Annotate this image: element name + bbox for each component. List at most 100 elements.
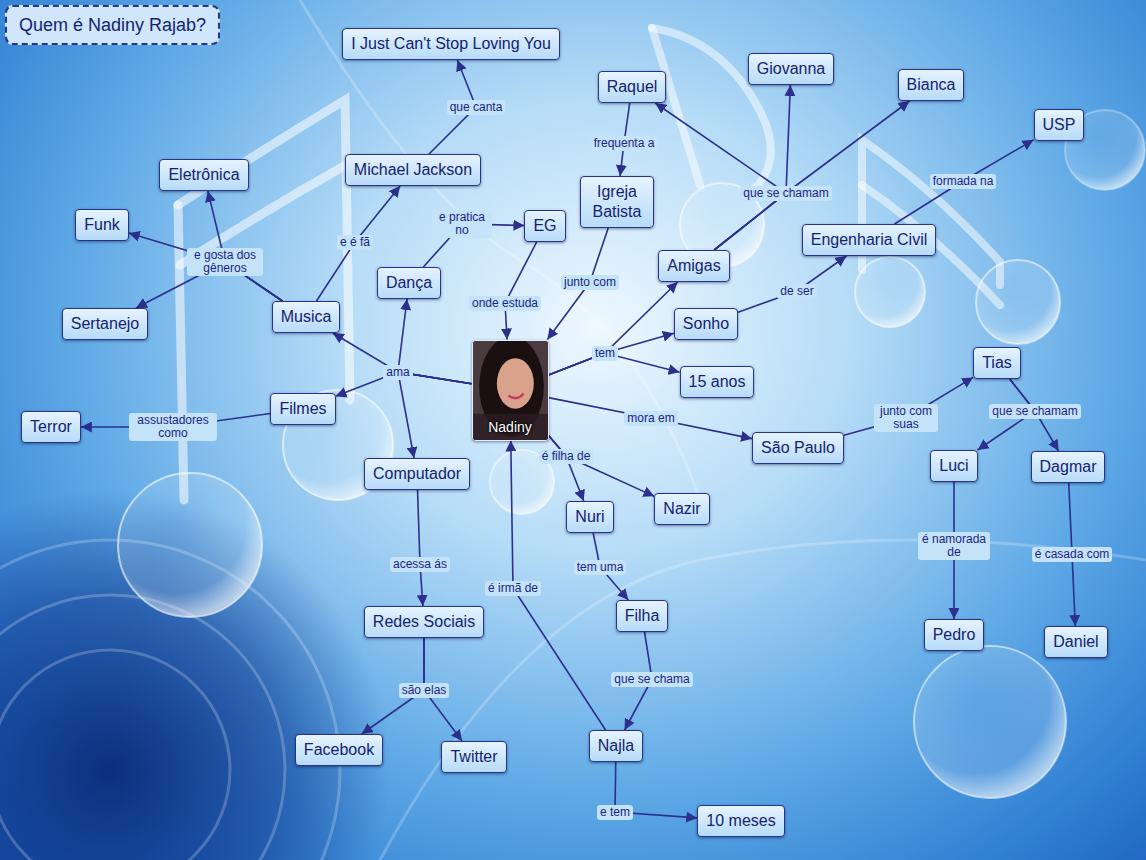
linking-phrase: é filha de (539, 449, 594, 464)
concept-box: Musica (272, 301, 341, 333)
linking-phrase: assustadores como (129, 413, 217, 441)
linking-phrase: acessa ás (390, 557, 450, 572)
concept-box: I Just Can't Stop Loving You (342, 28, 560, 60)
bubble (914, 646, 1066, 798)
concept-box: USP (1034, 109, 1085, 141)
linking-phrase: e pratica no (432, 210, 492, 238)
linking-phrase: tem (592, 346, 618, 361)
concept-text: Facebook (304, 740, 374, 760)
concept-text: Amigas (667, 256, 720, 276)
concept-box: Funk (75, 209, 129, 241)
concept-box: EG (524, 210, 565, 242)
concept-box: Luci (930, 450, 977, 482)
concept-text: Redes Sociais (373, 612, 475, 632)
concept-box: 15 anos (680, 366, 755, 398)
connector (505, 242, 537, 340)
concept-box: Dança (377, 267, 441, 299)
concept-text: Dança (386, 273, 432, 293)
connector (549, 398, 753, 439)
concept-text: 15 anos (689, 372, 746, 392)
linking-phrase: mora em (624, 411, 677, 426)
concept-box: Pedro (924, 619, 985, 651)
concept-box: 10 meses (697, 805, 784, 837)
concept-box: Igreja Batista (580, 176, 654, 228)
concept-box: Amigas (658, 250, 729, 282)
concept-text: Tias (982, 353, 1012, 373)
concept-box: Facebook (295, 734, 383, 766)
concept-box: Michael Jackson (345, 154, 481, 186)
linking-phrase: que se chamam (989, 404, 1080, 419)
connector (549, 435, 655, 496)
concept-text: Nazir (663, 499, 700, 519)
concept-box: Daniel (1044, 626, 1107, 658)
connector (844, 377, 973, 435)
concept-text: Nuri (575, 507, 604, 527)
concept-text: USP (1043, 115, 1076, 135)
concept-text: EG (533, 216, 556, 236)
connector (398, 372, 472, 458)
concept-box: São Paulo (752, 432, 844, 464)
concept-text: Michael Jackson (354, 160, 472, 180)
concept-text: Sonho (683, 314, 729, 334)
title-text: Quem é Nadiny Rajab? (19, 15, 206, 35)
connector (894, 140, 1033, 224)
linking-phrase: é namorada de (918, 532, 990, 560)
concept-box: Computador (364, 458, 470, 490)
concept-text: 10 meses (706, 811, 775, 831)
concept-text: Nadiny (473, 418, 548, 436)
title-box: Quem é Nadiny Rajab? (5, 5, 220, 45)
concept-box: Dagmar (1031, 451, 1106, 483)
concept-box: Terror (21, 411, 81, 443)
concept-text: Dagmar (1040, 457, 1097, 477)
concept-text: Daniel (1053, 632, 1098, 652)
linking-phrase: e gosta dos gêneros (187, 248, 263, 276)
linking-phrase: tem uma (574, 560, 627, 575)
concept-box: Raquel (598, 71, 667, 103)
concept-text: Eletrônica (168, 165, 239, 185)
connector (208, 191, 283, 301)
concept-text: Filha (625, 606, 660, 626)
linking-phrase: frequenta a (591, 136, 658, 151)
concept-box: Nazir (654, 493, 709, 525)
linking-phrase: onde estuda (469, 296, 541, 311)
note-bubble (976, 260, 1060, 344)
concept-text: Musica (281, 307, 332, 327)
linking-phrase: e tem (597, 805, 633, 820)
concept-text: Raquel (607, 77, 658, 97)
concept-text: Najla (598, 736, 634, 756)
concept-text: Sertanejo (71, 314, 140, 334)
concept-text: São Paulo (761, 438, 835, 458)
concept-text: Funk (84, 215, 120, 235)
connector (549, 435, 584, 501)
concept-text: Luci (939, 456, 968, 476)
concept-text: Igreja Batista (589, 182, 645, 222)
linking-phrase: é casada com (1032, 547, 1113, 562)
concept-box: Nuri (566, 501, 613, 533)
linking-phrase: de ser (777, 284, 816, 299)
concept-box: Engenharia Civil (802, 224, 937, 256)
linking-phrase: são elas (399, 683, 450, 698)
concept-text: Giovanna (757, 59, 826, 79)
concept-box: Giovanna (748, 53, 835, 85)
concept-box: Najla (589, 730, 643, 762)
concept-text: Computador (373, 464, 461, 484)
connector (714, 85, 790, 250)
photo-node: Nadiny (472, 340, 549, 441)
concept-box: Eletrônica (159, 159, 248, 191)
concept-text: Twitter (450, 747, 497, 767)
concept-text: Filmes (279, 399, 326, 419)
linking-phrase: formada na (930, 174, 997, 189)
linking-phrase: junto com suas (874, 404, 938, 432)
connector (129, 233, 283, 301)
connector (738, 256, 846, 312)
concept-text: I Just Can't Stop Loving You (351, 34, 551, 54)
concept-box: Sertanejo (62, 308, 149, 340)
linking-phrase: que se chamam (740, 186, 831, 201)
linking-phrase: que se chama (611, 672, 692, 687)
concept-box: Bianca (898, 69, 965, 101)
concept-box: Filmes (270, 393, 335, 425)
concept-box: Twitter (441, 741, 506, 773)
connector (418, 490, 423, 606)
